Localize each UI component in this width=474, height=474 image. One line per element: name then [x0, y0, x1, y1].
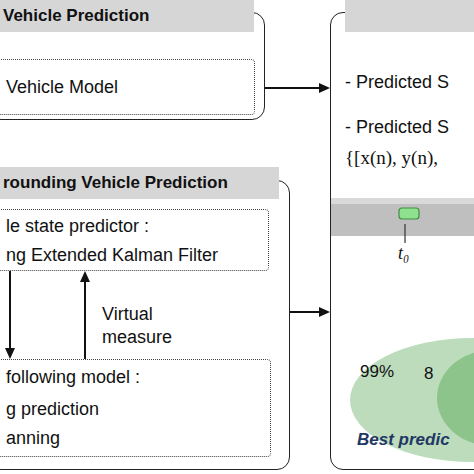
connector-line [84, 280, 86, 359]
time-tick [404, 224, 405, 243]
body-text: {[x(n), y(n), [345, 147, 438, 169]
road-edge [331, 198, 474, 204]
annotation-label: 8 [424, 364, 433, 384]
body-text: ng Extended Kalman Filter [6, 244, 218, 266]
arrow-connector [80, 271, 90, 359]
arrow-head [80, 271, 90, 282]
annotation-label: 99% [360, 362, 394, 382]
body-text: - Predicted S [345, 116, 449, 138]
body-text: le state predictor : [6, 215, 149, 237]
heading-text: Vehicle Prediction [0, 0, 254, 32]
body-text: - Predicted S [345, 71, 449, 93]
connector-line [265, 87, 321, 89]
process-box: Vehicle Model [0, 59, 255, 115]
annotation-label: t₀ [398, 243, 409, 264]
body-text: g prediction [6, 398, 99, 420]
arrow-connector [265, 83, 330, 93]
body-text: anning [6, 427, 60, 449]
heading-text: rounding Vehicle Prediction [0, 167, 279, 199]
arrow-head [5, 348, 15, 359]
body-text: Vehicle Model [6, 76, 118, 98]
process-box: following model : g prediction anning [0, 359, 271, 457]
edge-label: Virtual measure [100, 303, 184, 349]
confidence-ellipse-outer [350, 338, 474, 462]
output-box: - Predicted S - Predicted S {[x(n), y(n), [330, 12, 474, 470]
arrow-connector [290, 307, 330, 317]
arrow-head [319, 307, 330, 317]
arrow-head [319, 83, 330, 93]
connector-line [9, 271, 11, 350]
header-band [345, 0, 474, 32]
annotation-label: Best predic [357, 430, 450, 450]
car-icon [399, 208, 419, 219]
connector-line [290, 311, 321, 313]
process-box: le state predictor : ng Extended Kalman F… [0, 209, 269, 271]
road-band [331, 198, 474, 236]
body-text: following model : [6, 366, 140, 388]
arrow-connector [5, 271, 15, 359]
group-box: Vehicle PredictionVehicle Model [0, 12, 265, 120]
